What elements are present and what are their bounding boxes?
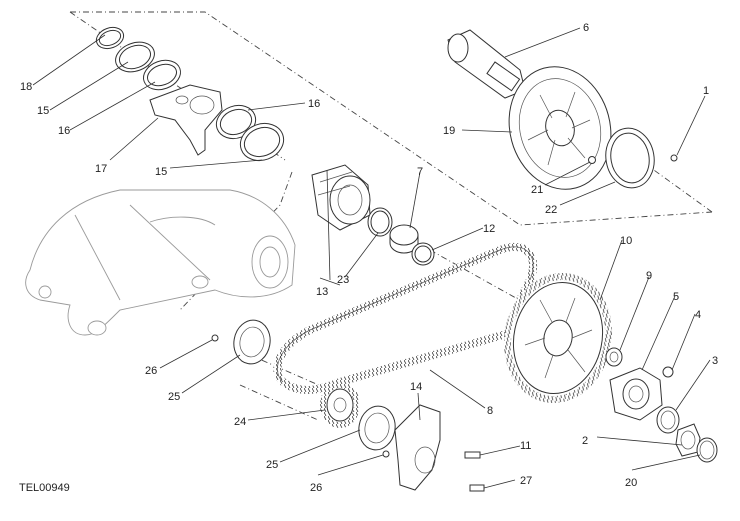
- leader-lines: [32, 27, 711, 489]
- screw-27: [469, 484, 485, 492]
- spacer-7: [389, 224, 419, 254]
- label-24: 24: [234, 416, 246, 428]
- label-26-bottom: 26: [310, 482, 322, 494]
- brake-disc-19: [508, 66, 612, 190]
- label-7: 7: [417, 166, 423, 178]
- label-15-top: 15: [37, 105, 49, 117]
- label-18: 18: [20, 81, 32, 93]
- nut-4: [662, 366, 674, 378]
- seal-16-right: [215, 104, 257, 140]
- screw-11: [464, 451, 481, 459]
- nut-2: [675, 423, 701, 457]
- screw-26-top: [211, 334, 219, 342]
- bushing-9: [605, 347, 623, 367]
- abs-tone-ring-22: [605, 127, 655, 189]
- label-23: 23: [337, 274, 349, 286]
- rear-sprocket-10: [503, 272, 613, 404]
- label-25-top: 25: [168, 391, 180, 403]
- label-17: 17: [95, 163, 107, 175]
- hub-bearing-13: [311, 164, 371, 231]
- label-6: 6: [583, 22, 589, 34]
- snap-ring-23: [367, 207, 393, 237]
- label-8: 8: [487, 405, 493, 417]
- eccentric-bracket-17: [149, 84, 223, 156]
- diagram-code: TEL00949: [19, 482, 70, 494]
- label-21: 21: [531, 184, 543, 196]
- sprocket-flange-5: [609, 367, 663, 421]
- label-16-right: 16: [308, 98, 320, 110]
- part-labels: 18 15 16 17 15 16 6 19 1 21 22 7 12 23 1…: [19, 22, 718, 494]
- label-2: 2: [582, 435, 588, 447]
- label-15-right: 15: [155, 166, 167, 178]
- seal-16-top: [143, 59, 181, 91]
- label-12: 12: [483, 223, 495, 235]
- label-3: 3: [712, 355, 718, 367]
- bearing-ring-15-right: [239, 122, 285, 162]
- washer-3: [656, 406, 680, 434]
- label-14: 14: [410, 381, 422, 393]
- cover-25-top: [233, 319, 271, 365]
- guard-14: [394, 404, 441, 491]
- ring-12: [411, 242, 435, 266]
- label-4: 4: [695, 309, 701, 321]
- circlip-18: [95, 26, 125, 50]
- label-22: 22: [545, 204, 557, 216]
- screw-21: [588, 156, 596, 164]
- cover-25-bottom: [358, 405, 396, 451]
- label-26-top: 26: [145, 365, 157, 377]
- label-20: 20: [625, 477, 637, 489]
- label-1: 1: [703, 85, 709, 97]
- label-5: 5: [673, 291, 679, 303]
- circlip-20: [696, 437, 718, 463]
- screw-1: [670, 154, 678, 162]
- drive-belt-8: [273, 242, 538, 394]
- label-19: 19: [443, 125, 455, 137]
- label-27: 27: [520, 475, 532, 487]
- label-11: 11: [520, 440, 531, 452]
- front-sprocket-24: [320, 382, 360, 428]
- rear-axle-6: [447, 29, 526, 99]
- label-13: 13: [316, 286, 328, 298]
- label-9: 9: [646, 270, 652, 282]
- label-16-left: 16: [58, 125, 70, 137]
- screw-26-bottom: [382, 450, 390, 458]
- label-10: 10: [620, 235, 632, 247]
- label-25-bottom: 25: [266, 459, 278, 471]
- swingarm-outline: [25, 189, 296, 336]
